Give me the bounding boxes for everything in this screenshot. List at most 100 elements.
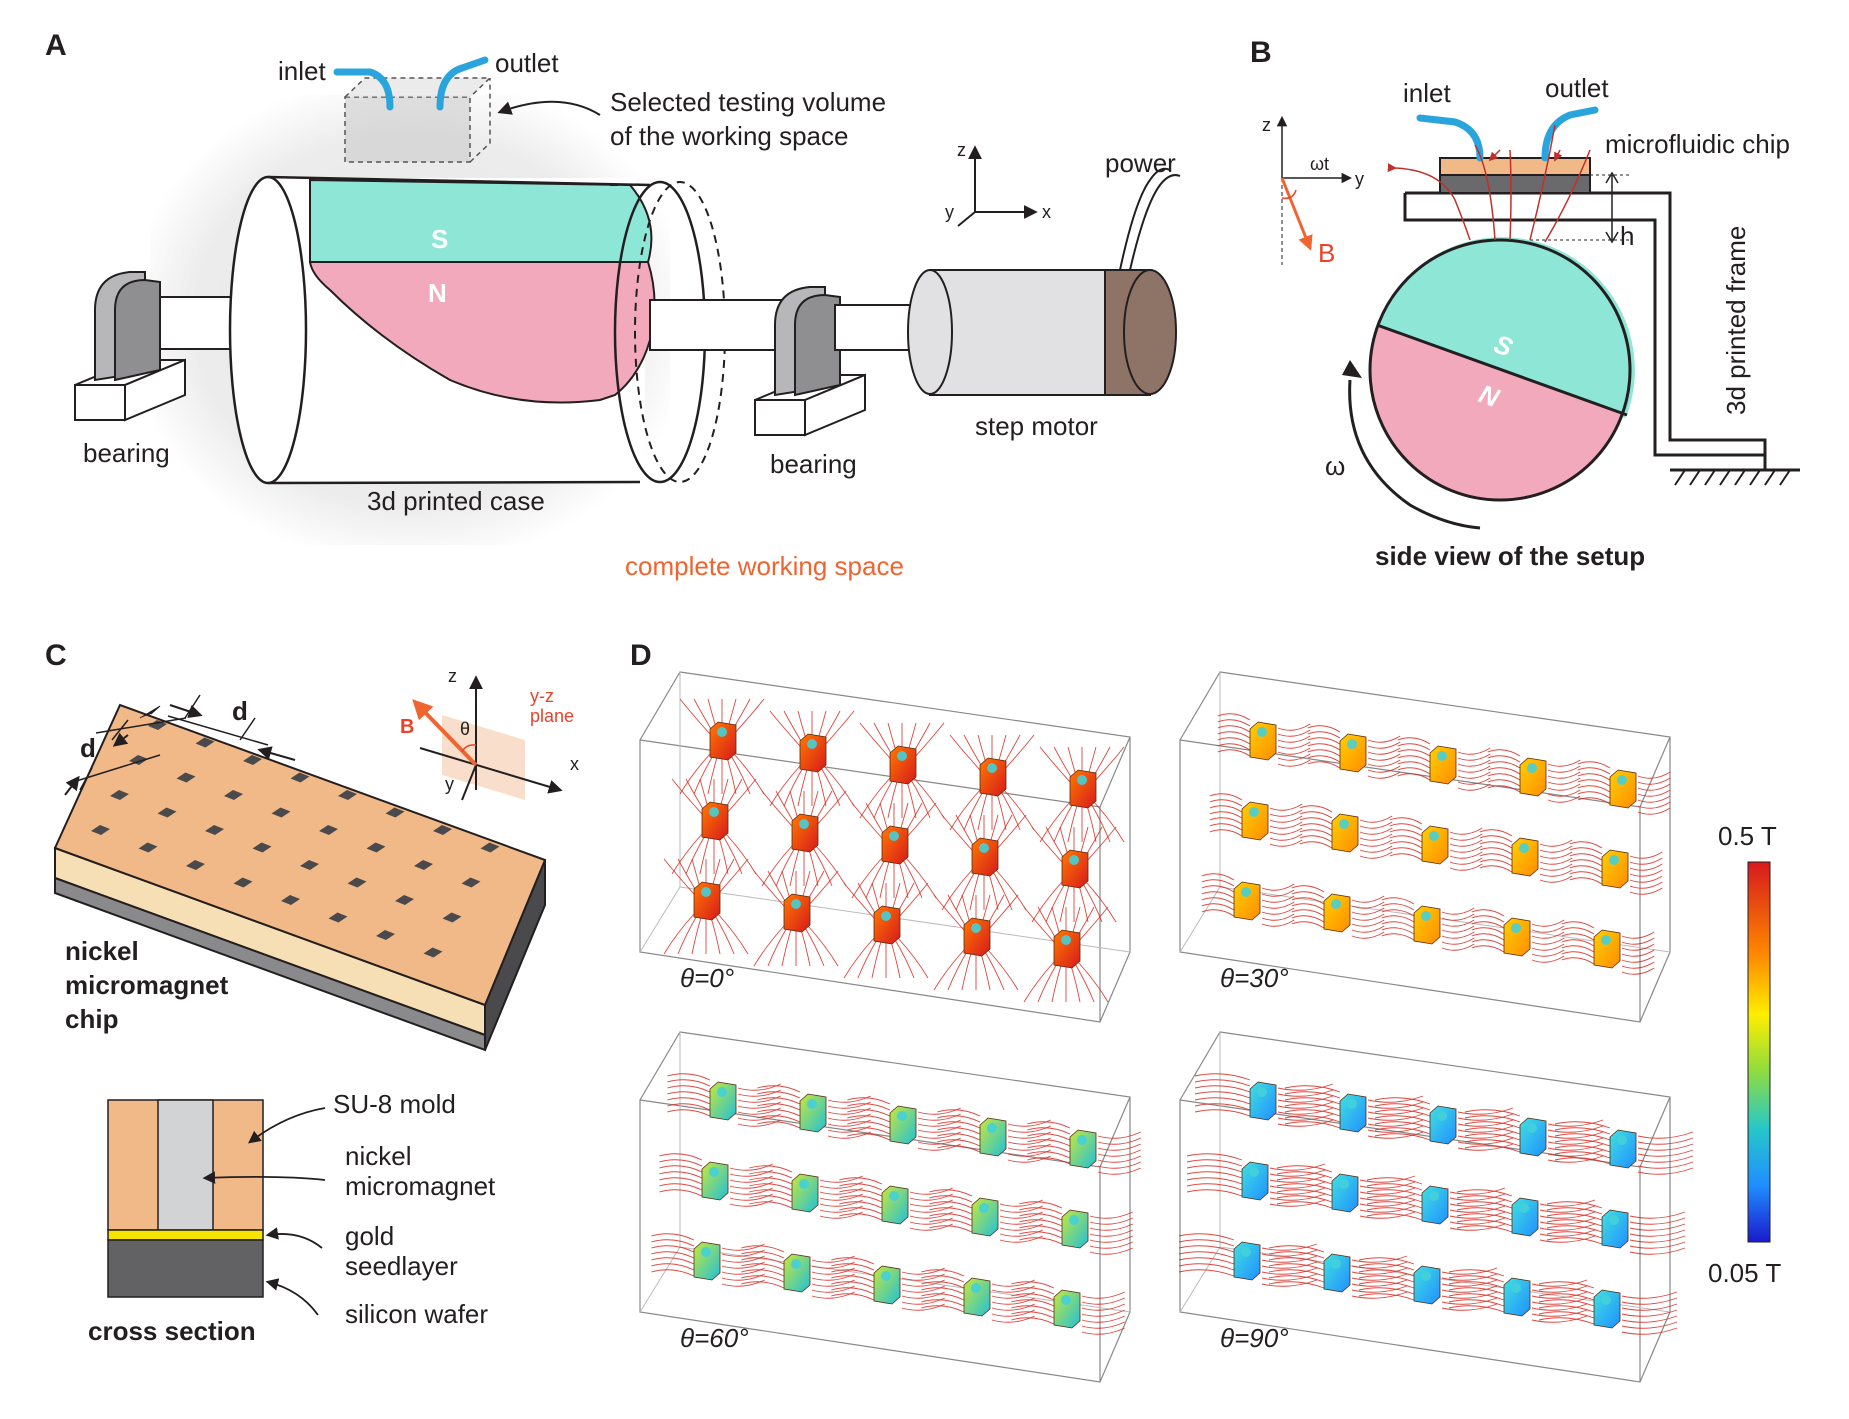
magnet-cube [1339,733,1367,773]
magnet-cube [1601,849,1629,889]
magnet-cube [709,1081,737,1121]
micromagnet-square [300,860,319,870]
magnet-cube [1241,801,1269,841]
micromagnet-square [110,790,129,800]
micromagnet-square [176,772,196,783]
micromagnet-square [157,807,177,818]
magnet-cube [1241,1161,1269,1201]
b-field-lines [1387,124,1591,243]
outlet-tube [436,56,489,111]
magnet-cube [1421,1185,1449,1225]
nickel-label-1: nickel [345,1141,411,1171]
magnet-cube [873,905,901,945]
testing-volume-arrow [497,100,601,116]
micromagnet-square [319,825,338,835]
magnet-cube [1331,813,1359,853]
magnet-cube [1061,849,1089,889]
simulation-panels: θ=0°θ=30°θ=60°θ=90° [639,671,1694,1383]
testing-volume-text-1: Selected testing volume [610,87,886,117]
magnet-cube [1429,745,1457,785]
b-inlet-label: inlet [1403,78,1451,108]
angle-label: θ=0° [680,963,734,993]
magnet-cube [971,1197,999,1237]
step-motor [929,269,1131,396]
simulation-panel: θ=30° [1179,671,1671,1023]
magnet-cube [1331,1173,1359,1213]
printed-frame [1403,193,1765,457]
b-inlet-tube [1416,114,1484,162]
magnet-cube [799,733,827,773]
panel-b-letter: B [1250,36,1272,69]
micromagnet-square [224,790,243,800]
su8-label: SU-8 mold [333,1089,456,1119]
a-outlet-label: outlet [495,48,559,78]
magnet-cube [1053,1289,1081,1329]
panel-c-letter: C [45,639,67,672]
magnet-cube [1503,1277,1531,1317]
magnet-cube [693,881,721,921]
micromagnet-square [376,930,395,940]
simulation-panel: θ=0° [639,671,1131,1023]
magnet-cube [971,837,999,877]
power-label: power [1105,148,1176,178]
micromagnet-square [290,772,310,783]
nickel-label-2: micromagnet [345,1171,496,1201]
b-magnet-south [1377,237,1635,415]
b-outlet-label: outlet [1545,73,1609,103]
magnet-cube [1519,757,1547,797]
cross-section-title: cross section [88,1316,256,1346]
gold-label-2: seedlayer [345,1251,458,1281]
panel-a: A S N [45,29,1181,581]
c-field-vector [412,699,478,767]
micromagnet-square [347,877,367,888]
magnet-cube [701,801,729,841]
magnet-cube [1249,721,1277,761]
right-shaft [649,299,791,351]
magnet-cube [889,745,917,785]
micromagnet-square [91,825,110,835]
magnet-cube [1601,1209,1629,1249]
magnet-cube [889,1105,917,1145]
magnet-cube [693,1241,721,1281]
magnet-cube [1429,1105,1457,1145]
magnet-cube [1593,929,1621,969]
cross-nickel [157,1099,214,1231]
right-bearing-base [754,399,806,436]
colorbar-max: 0.5 T [1718,821,1777,851]
panel-b: B 3d printed frame microfluidic chip inl… [1250,36,1800,571]
micromagnet-square [138,842,158,853]
micromagnet-square [385,807,405,818]
magnet-cube [799,1093,827,1133]
cross-gold [107,1229,264,1241]
magnet-cube [1519,1117,1547,1157]
h-label: h [1620,221,1634,251]
micromagnet-square [281,895,300,905]
b-chip-top [1439,157,1591,176]
magnet-cube [783,1253,811,1293]
c-axis-x-label: x [570,754,579,774]
micromagnet-square [442,912,462,923]
b-axis-z-label: z [1262,115,1271,135]
chip-label-2: micromagnet [65,970,229,1000]
magnet-cube [1593,1289,1621,1329]
a-inlet-label: inlet [278,56,326,86]
magnet-cube [979,757,1007,797]
working-space-label: complete working space [625,551,904,581]
pole-s-label: S [431,224,448,254]
micromagnet-square [338,790,357,800]
cross-silicon [107,1239,264,1298]
micromagnet-square [366,842,386,853]
magnet-cube [1061,1209,1089,1249]
micromagnet-square [423,947,443,958]
angle-label: θ=60° [680,1323,749,1353]
magnet-cube [791,1173,819,1213]
axis-y-label: y [945,202,954,222]
b-magnet-circle [1368,238,1632,502]
omega-label: ω [1325,451,1345,481]
plane-label-1: y-z [530,686,554,706]
colorbar [1747,861,1771,1243]
magnet-south [309,178,653,263]
micromagnet-square [480,842,500,853]
bearing-left-label: bearing [83,438,170,468]
b-field-label: B [1318,238,1335,268]
